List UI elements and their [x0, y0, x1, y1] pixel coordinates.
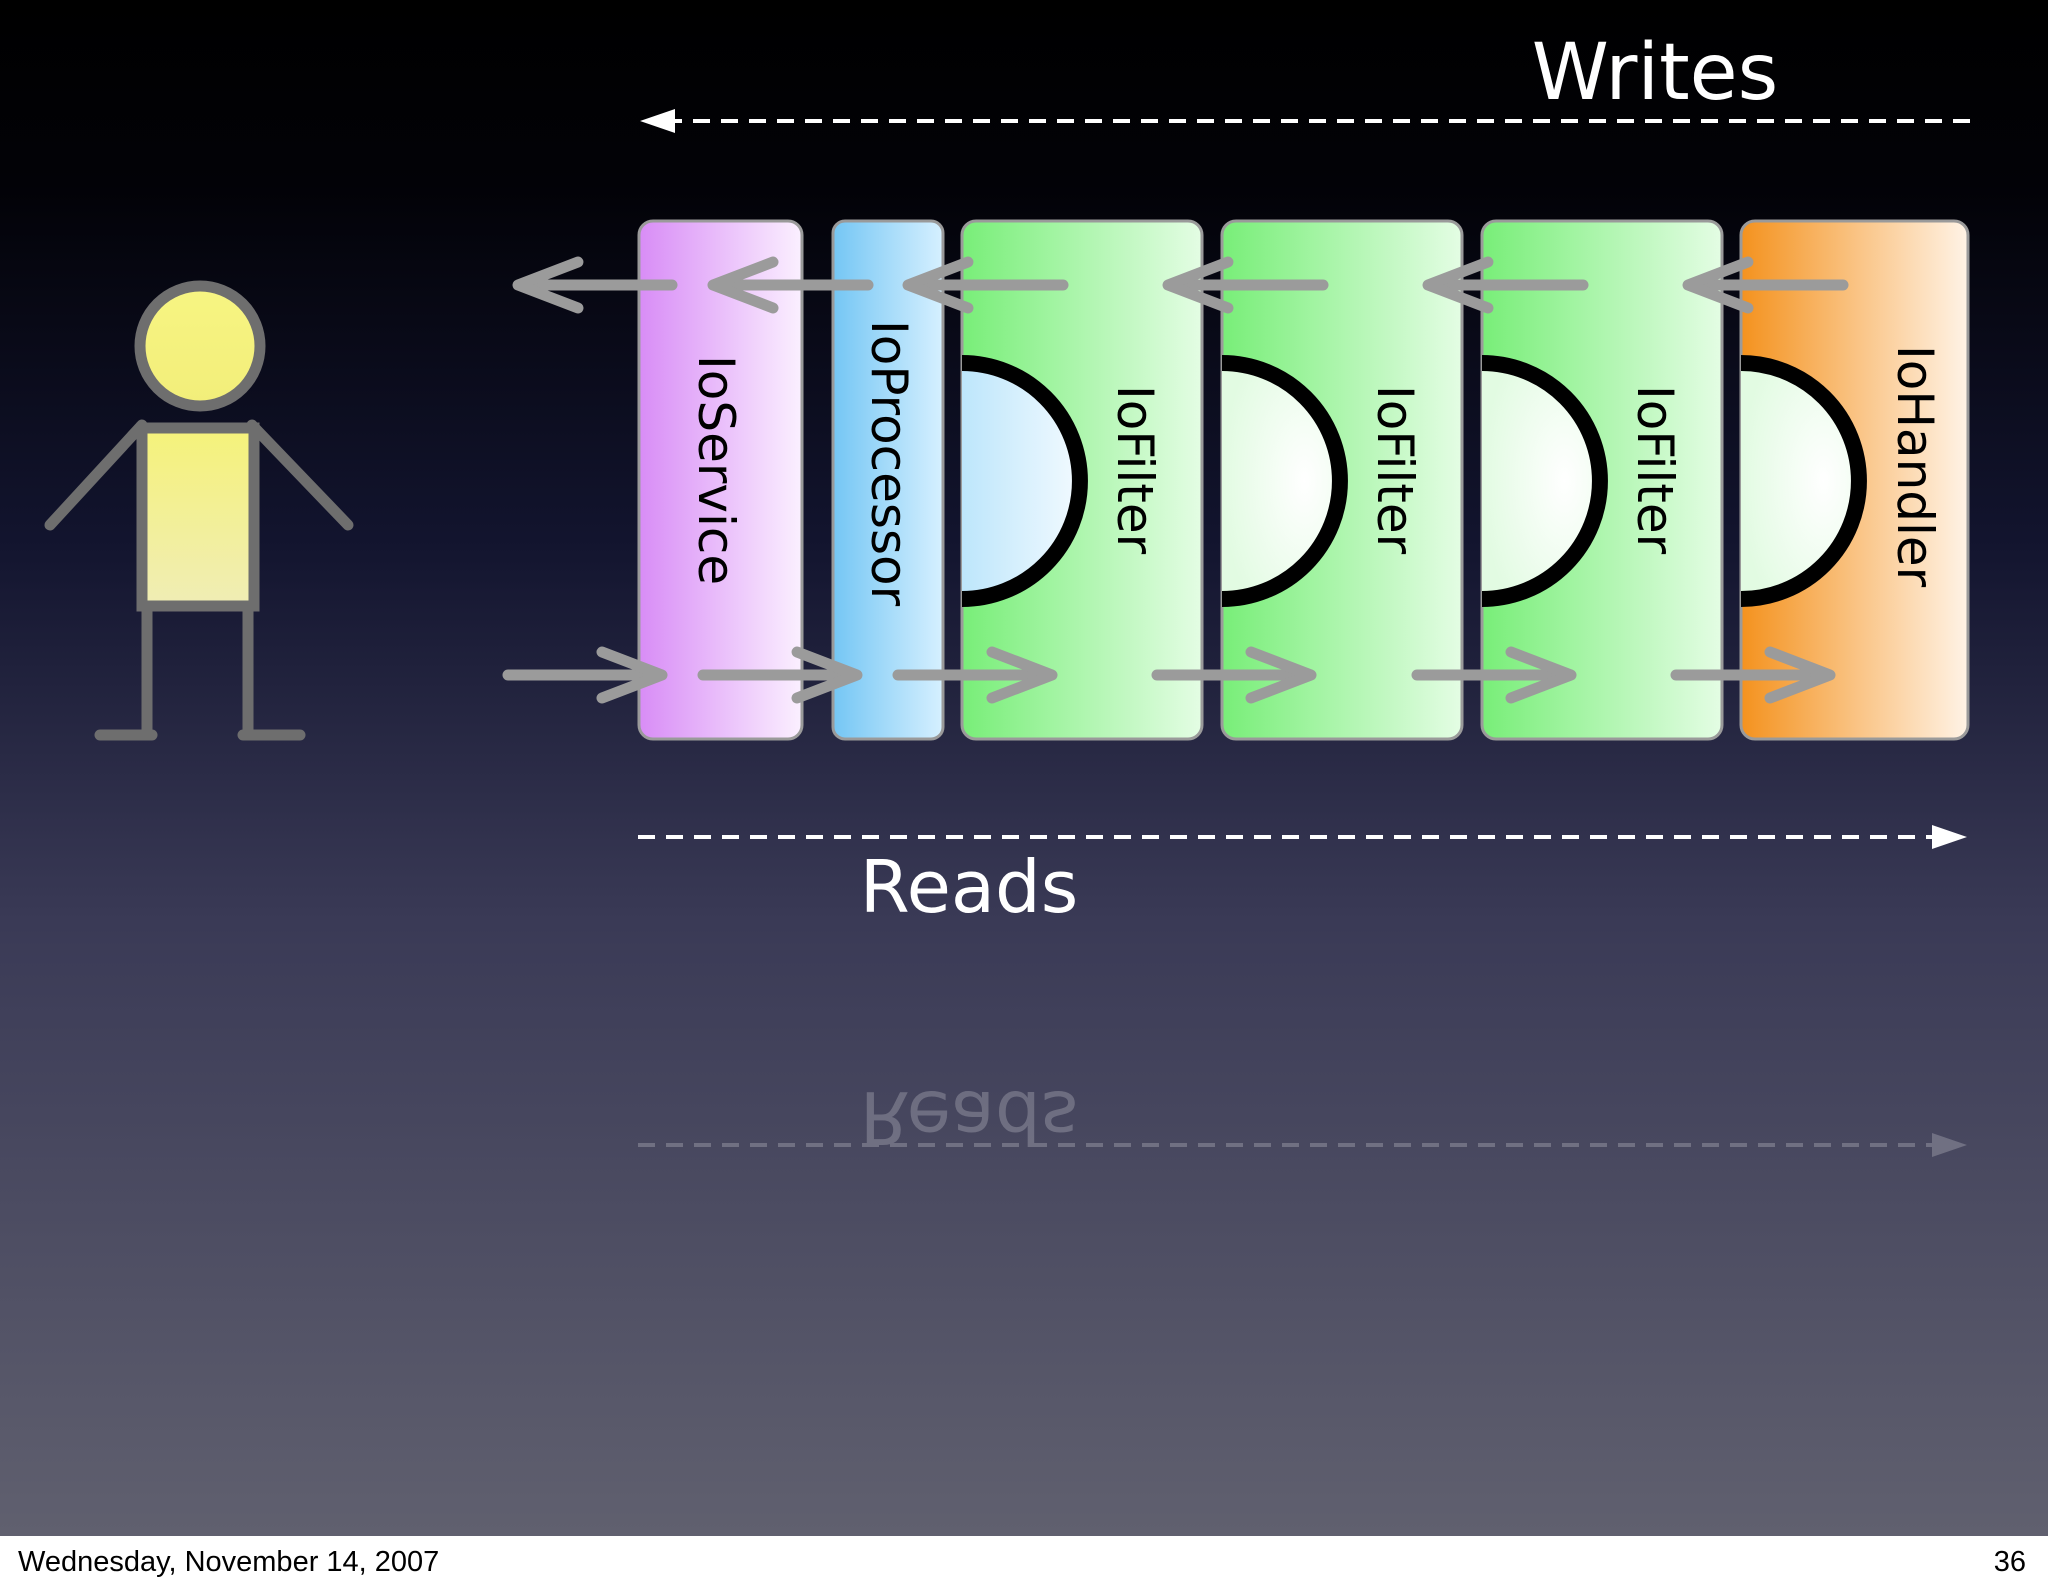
iofilter-1-bump — [962, 363, 1080, 599]
iofilter-1-bump-outline — [961, 355, 1088, 607]
actor-torso — [136, 422, 260, 612]
actor-head — [134, 280, 266, 412]
iohandler-block: IoHandler — [1739, 219, 1970, 741]
write-arrow-6 — [1682, 256, 1849, 314]
footer-date: Wednesday, November 14, 2007 — [18, 1546, 440, 1578]
iofilter-2-bump — [1222, 363, 1340, 599]
iofilter-2-label: IoFilter — [1366, 385, 1424, 555]
ioprocessor-label: IoProcessor — [860, 320, 918, 607]
write-arrows — [512, 256, 1849, 314]
writes-arrowhead-icon — [640, 109, 675, 133]
read-arrow-3 — [892, 646, 1058, 704]
ioservice-label: IoService — [687, 355, 745, 585]
reads-reflection-arrowhead-icon — [1932, 1133, 1967, 1157]
user-stick-figure — [44, 280, 354, 741]
write-arrow-4 — [1162, 256, 1329, 314]
iofilter-2-bump-outline — [1221, 355, 1348, 607]
writes-label: Writes — [1532, 28, 1779, 118]
ioprocessor-block: IoProcessor — [831, 219, 945, 741]
actor-right-arm — [246, 419, 354, 531]
page-number: 36 — [1993, 1546, 2026, 1578]
iohandler-label: IoHandler — [1886, 345, 1944, 588]
reads-arrowhead-icon — [1932, 825, 1967, 849]
iofilter-block-1: IoFilter — [960, 219, 1204, 741]
iofilter-3-label: IoFilter — [1626, 385, 1684, 555]
actor-left-arm — [44, 419, 148, 531]
iofilter-block-3: IoFilter — [1480, 219, 1724, 741]
write-arrow-1 — [512, 256, 678, 314]
iofilter-1-label: IoFilter — [1106, 385, 1164, 555]
read-arrow-2 — [697, 646, 863, 704]
write-arrow-5 — [1422, 256, 1589, 314]
diagram-canvas: Writes Reads Reads IoService IoProcessor — [0, 0, 2048, 1536]
read-arrow-4 — [1151, 646, 1317, 704]
read-arrows — [502, 646, 1836, 704]
iofilter-3-bump-outline — [1481, 355, 1608, 607]
reads-label: Reads — [860, 845, 1078, 929]
slide-footer: Wednesday, November 14, 2007 36 — [0, 1536, 2048, 1587]
read-arrow-6 — [1670, 646, 1836, 704]
iofilter-3-bump — [1482, 363, 1600, 599]
write-arrow-3 — [902, 256, 1069, 314]
iohandler-bump — [1741, 363, 1859, 599]
component-chain: IoService IoProcessor IoFilter IoFilter … — [637, 219, 1970, 741]
reads-reflection: Reads — [638, 1075, 1967, 1159]
read-arrow-1 — [502, 646, 668, 704]
ioservice-block: IoService — [637, 219, 804, 741]
iohandler-bump-outline — [1740, 355, 1867, 607]
write-arrow-2 — [707, 256, 874, 314]
slide: Writes Reads Reads IoService IoProcessor — [0, 0, 2048, 1536]
iofilter-block-2: IoFilter — [1220, 219, 1464, 741]
reads-reflection-label: Reads — [860, 1075, 1078, 1159]
read-arrow-5 — [1411, 646, 1577, 704]
